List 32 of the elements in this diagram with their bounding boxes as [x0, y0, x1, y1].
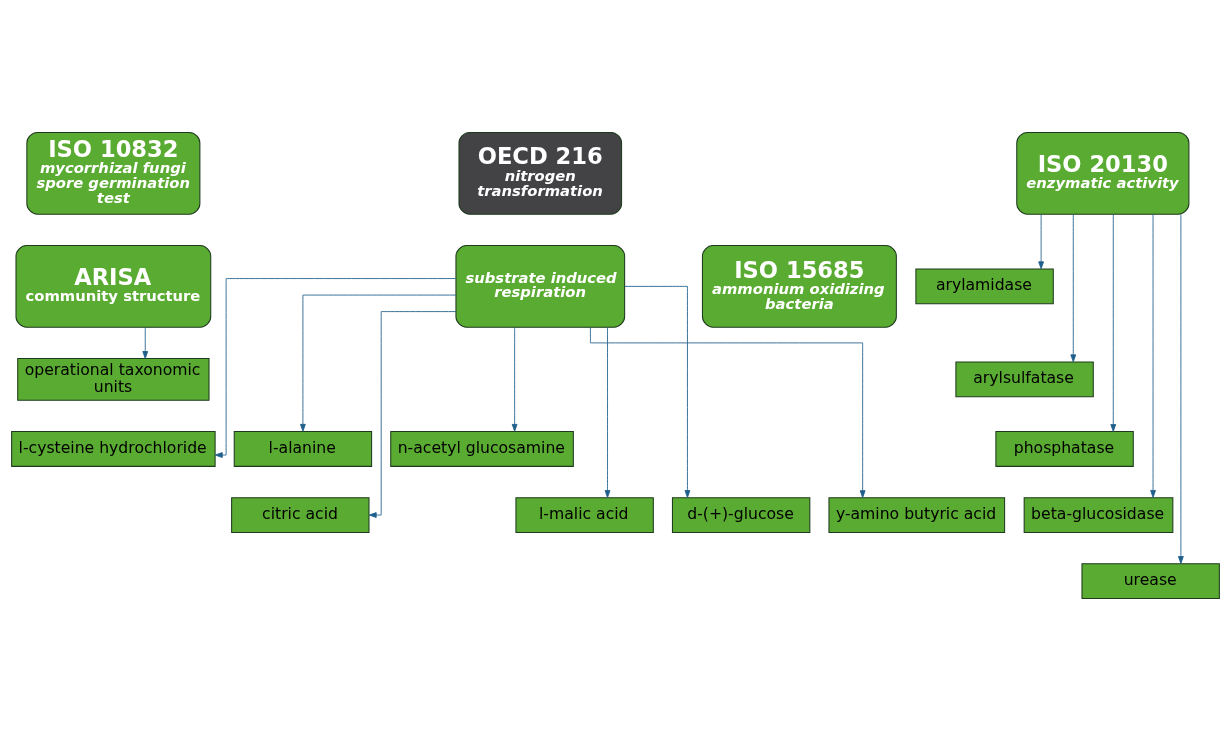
- arrow: [624, 285, 691, 498]
- node-box: phosphatase: [995, 431, 1134, 467]
- arrow: [300, 294, 457, 432]
- node-box: d-(+)-glucose: [671, 497, 811, 533]
- node-box: ARISA community structure: [15, 245, 212, 328]
- arrow: [1070, 213, 1077, 363]
- arrow: [142, 327, 149, 359]
- node-box: l-cysteine hydrochloride: [11, 431, 216, 467]
- node-box: ISO 20130 enzymatic activity: [1016, 131, 1190, 215]
- node-box: citric acid: [231, 497, 370, 533]
- arrow: [1038, 214, 1044, 270]
- node-box: l-malic acid: [515, 497, 654, 533]
- node-box: urease: [1081, 563, 1220, 600]
- arrow: [590, 327, 866, 499]
- arrow: [1178, 213, 1184, 564]
- arrow: [1150, 213, 1156, 498]
- node-box: arylsulfatase: [955, 361, 1094, 398]
- arrow: [604, 326, 611, 498]
- node-box: ISO 15685 ammonium oxidizing bacteria: [701, 245, 897, 328]
- arrow: [368, 311, 457, 518]
- node-box: l-alanine: [233, 431, 373, 467]
- arrow: [214, 278, 457, 458]
- node-box: y-amino butyric acid: [828, 497, 1006, 533]
- arrow: [1110, 213, 1117, 432]
- node-box: beta-glucosidase: [1023, 497, 1174, 533]
- node-box: ISO 10832 mycorrhizal fungi spore germination test: [26, 131, 201, 215]
- node-box: arylamidase: [915, 268, 1054, 305]
- arrow: [511, 326, 518, 432]
- node-box: substrate induced respiration: [455, 245, 626, 328]
- node-box: n-acetyl glucosamine: [390, 431, 574, 467]
- node-box: OECD 216 nitrogen transformation: [458, 131, 623, 215]
- node-box: operational taxonomic units: [17, 358, 210, 401]
